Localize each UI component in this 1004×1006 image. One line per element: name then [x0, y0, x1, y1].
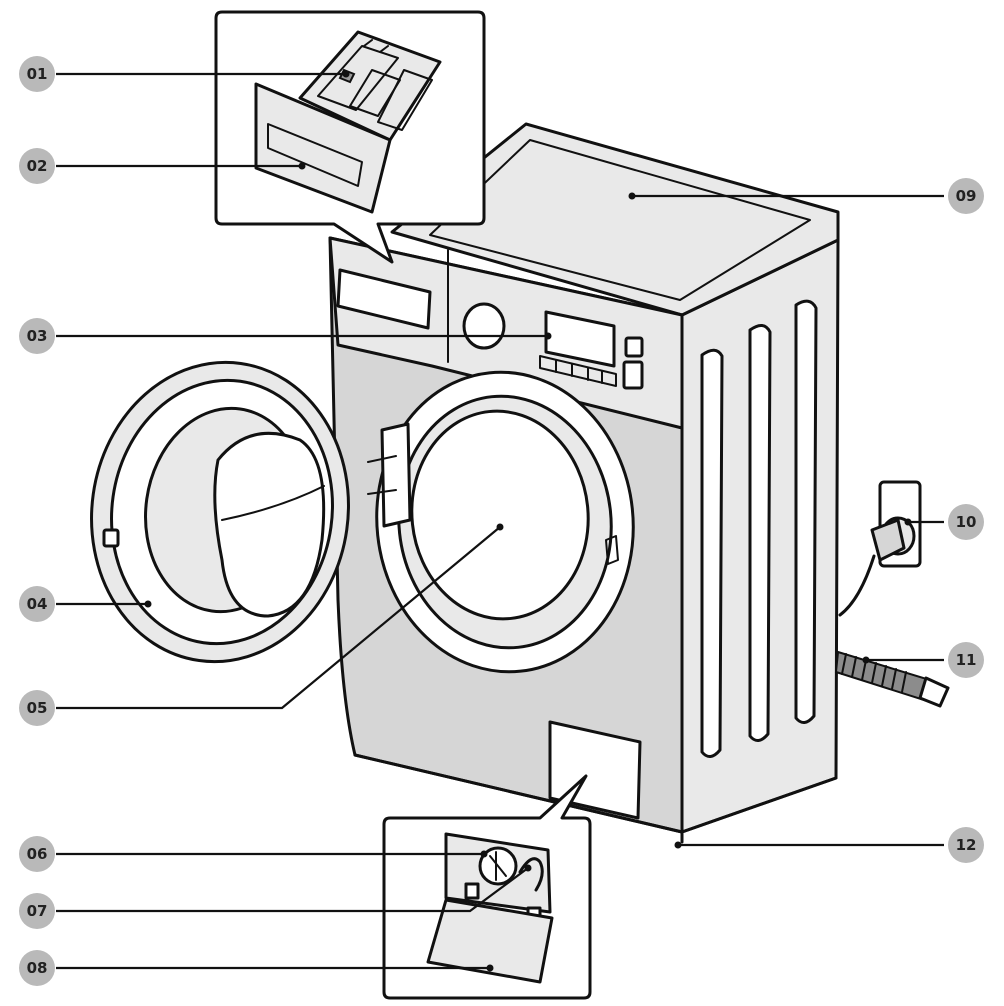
- callout-06: 06: [19, 836, 55, 872]
- callout-07-label: 07: [27, 902, 48, 920]
- callout-12-label: 12: [956, 836, 977, 854]
- callout-11: 11: [948, 642, 984, 678]
- callout-03-label: 03: [27, 327, 48, 345]
- door-hinge: [380, 422, 412, 528]
- drain-hose: [834, 650, 950, 708]
- detergent-drawer-front: [336, 268, 432, 330]
- callout-09: 09: [948, 178, 984, 214]
- callout-06-label: 06: [27, 845, 48, 863]
- emergency-drain-tube: [518, 857, 544, 892]
- callout-12: 12: [948, 827, 984, 863]
- callout-04-label: 04: [27, 595, 48, 613]
- callout-09-label: 09: [956, 187, 977, 205]
- drum: [410, 409, 590, 621]
- callout-01: 01: [19, 56, 55, 92]
- callout-05: 05: [19, 690, 55, 726]
- button-bottom: [622, 360, 644, 390]
- callout-11-label: 11: [956, 651, 977, 669]
- callout-03: 03: [19, 318, 55, 354]
- callout-08-label: 08: [27, 959, 48, 977]
- callout-07: 07: [19, 893, 55, 929]
- door-lock-tab: [102, 528, 120, 548]
- button-top: [624, 336, 644, 358]
- top-panel: [390, 122, 840, 317]
- callout-08: 08: [19, 950, 55, 986]
- side-rib-3: [794, 299, 818, 724]
- side-rib-2: [748, 324, 772, 742]
- filter-zoom: [382, 774, 592, 1000]
- detergent-drawer-zoom: [214, 10, 486, 264]
- filter-cover-flap: [426, 898, 554, 984]
- side-rib-1: [700, 348, 724, 758]
- door-glass: [213, 431, 326, 618]
- washing-machine: [328, 122, 840, 844]
- callout-01-label: 01: [27, 65, 48, 83]
- callout-02: 02: [19, 148, 55, 184]
- callout-04: 04: [19, 586, 55, 622]
- callout-02-label: 02: [27, 157, 48, 175]
- callout-10: 10: [948, 504, 984, 540]
- callout-badges: 01 02 03 04 05 06 07 08: [19, 56, 984, 986]
- power-plug: [838, 480, 922, 617]
- callout-05-label: 05: [27, 699, 48, 717]
- drawer-handle: [254, 82, 392, 214]
- open-door: [90, 360, 350, 664]
- leader-lines: [56, 70, 944, 972]
- program-knob: [462, 302, 506, 350]
- callout-10-label: 10: [956, 513, 977, 531]
